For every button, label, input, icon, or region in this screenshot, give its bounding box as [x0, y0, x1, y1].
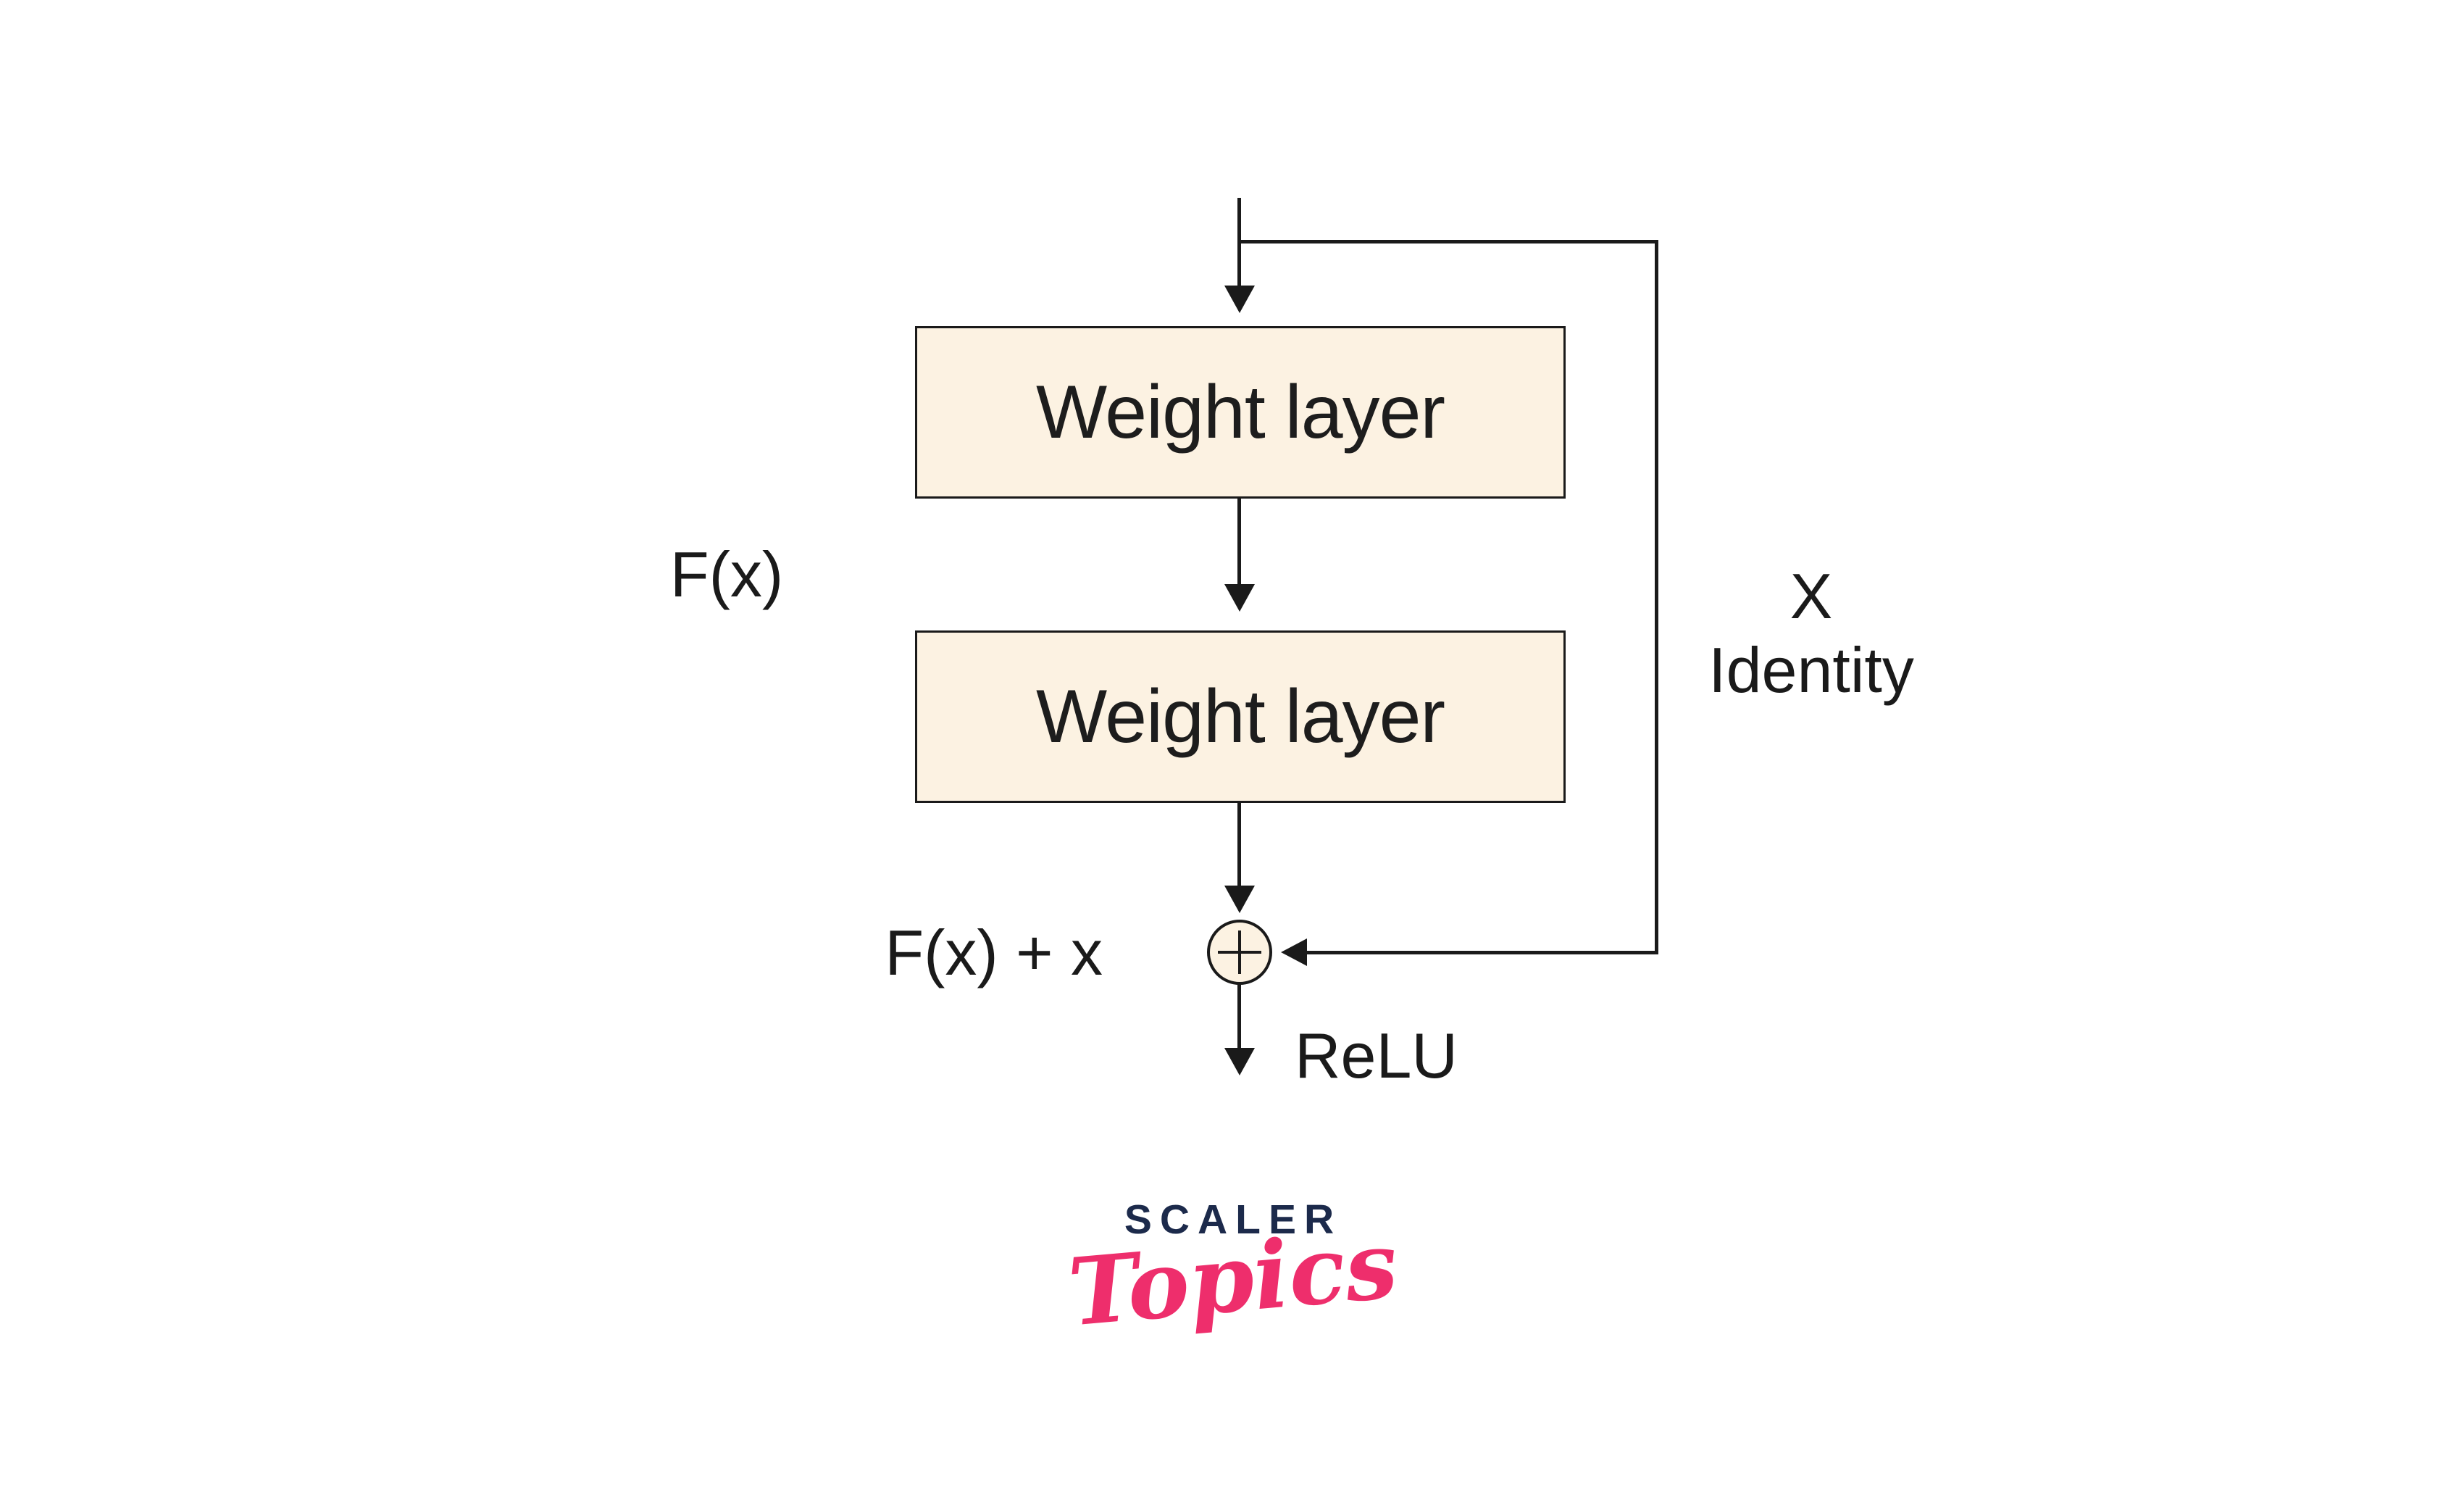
- weight-layer-box-1: Weight layer: [915, 326, 1566, 499]
- skip-return-line: [1306, 951, 1658, 954]
- input-line: [1237, 198, 1241, 289]
- arrowhead-down-icon: [1224, 1048, 1255, 1075]
- arrowhead-down-icon: [1224, 886, 1255, 913]
- relu-label: ReLU: [1295, 1020, 1458, 1091]
- skip-x-label: X: [1789, 560, 1833, 632]
- weight-layer-1-label: Weight layer: [1035, 370, 1445, 454]
- arrowhead-down-icon: [1224, 584, 1255, 612]
- skip-branch-line: [1240, 240, 1658, 243]
- connector-line-2: [1237, 803, 1241, 888]
- fx-plus-x-label: F(x) + x: [885, 917, 1103, 988]
- weight-layer-2-label: Weight layer: [1035, 674, 1445, 759]
- connector-line-1: [1237, 499, 1241, 587]
- scaler-logo-brand: SCALER: [1124, 1196, 1342, 1243]
- sum-node: [1207, 920, 1272, 985]
- skip-identity-label: Identity: [1708, 634, 1914, 706]
- weight-layer-box-2: Weight layer: [915, 630, 1566, 803]
- identity-label-group: X Identity: [1681, 559, 1942, 707]
- arrowhead-down-icon: [1224, 286, 1255, 313]
- fx-label: F(x): [669, 538, 784, 610]
- skip-vertical-line: [1655, 240, 1658, 954]
- arrowhead-left-icon: [1281, 938, 1307, 966]
- plus-icon: [1210, 923, 1269, 982]
- output-line: [1237, 983, 1241, 1050]
